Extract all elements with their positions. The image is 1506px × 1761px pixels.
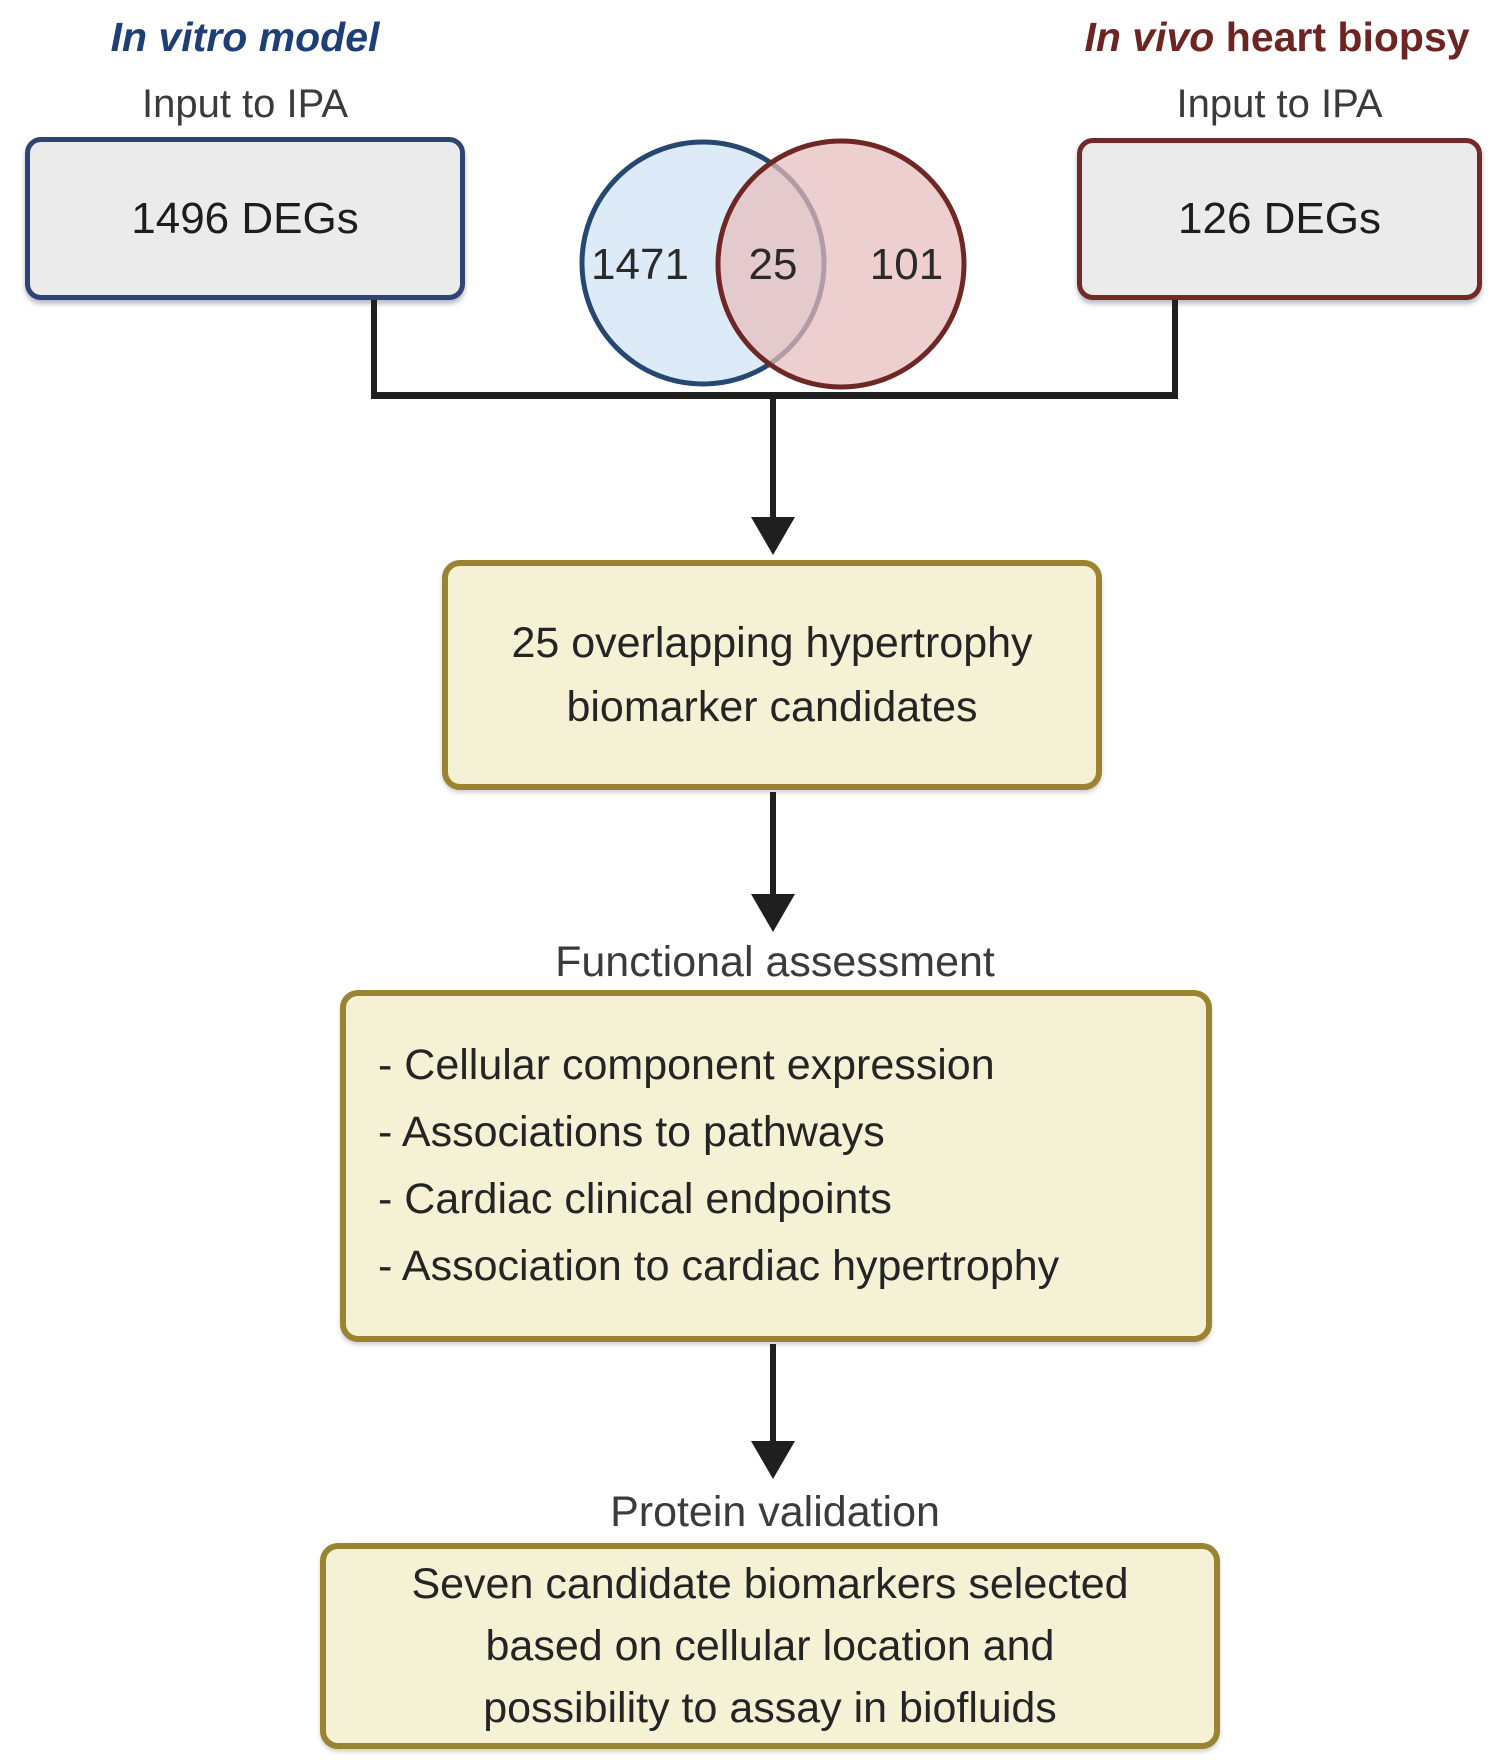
venn-right-count: 101	[869, 240, 944, 289]
in-vivo-subtitle: Input to IPA	[1176, 82, 1383, 126]
functional-assessment-box: - Cellular component expression - Associ…	[340, 990, 1212, 1342]
in-vivo-title-rest: heart biopsy	[1225, 14, 1470, 60]
protein-validation-label: Protein validation	[610, 1488, 940, 1536]
down-arrow-1-head	[751, 517, 795, 555]
connector-horizontal-bar	[371, 392, 1178, 399]
venn-diagram	[579, 138, 967, 390]
in-vivo-deg-count: 126 DEGs	[1178, 194, 1381, 243]
functional-item-2: - Associations to pathways	[378, 1108, 885, 1156]
functional-item-1: - Cellular component expression	[378, 1041, 995, 1089]
in-vitro-subtitle: Input to IPA	[141, 82, 349, 126]
functional-item-3: - Cardiac clinical endpoints	[378, 1175, 892, 1223]
connector-right-stem	[1172, 300, 1178, 396]
protein-validation-box: Seven candidate biomarkers selected base…	[320, 1543, 1220, 1749]
overlap-candidates-box: 25 overlapping hypertrophy biomarker can…	[442, 560, 1102, 790]
venn-right-circle	[715, 138, 967, 390]
protein-validation-line2: based on cellular location and	[485, 1622, 1055, 1670]
down-arrow-3-stem	[770, 1344, 776, 1444]
down-arrow-1-stem	[770, 399, 776, 519]
functional-assessment-label: Functional assessment	[555, 938, 995, 986]
overlap-candidates-line2: biomarker candidates	[566, 683, 978, 731]
down-arrow-2-head	[751, 894, 795, 932]
in-vivo-title-italic: In vivo	[1084, 14, 1215, 60]
venn-overlap-count: 25	[748, 240, 798, 289]
functional-item-4: - Association to cardiac hypertrophy	[378, 1242, 1060, 1290]
in-vitro-deg-box: 1496 DEGs	[25, 137, 465, 300]
venn-left-count: 1471	[591, 240, 689, 289]
down-arrow-3-head	[751, 1441, 795, 1479]
overlap-candidates-line1: 25 overlapping hypertrophy	[511, 619, 1033, 667]
connector-left-stem	[371, 300, 377, 396]
in-vitro-title: In vitro model	[110, 14, 380, 60]
protein-validation-line3: possibility to assay in biofluids	[483, 1684, 1057, 1732]
down-arrow-2-stem	[770, 792, 776, 896]
in-vivo-deg-box: 126 DEGs	[1077, 138, 1482, 300]
protein-validation-line1: Seven candidate biomarkers selected	[411, 1560, 1129, 1608]
in-vitro-deg-count: 1496 DEGs	[131, 193, 359, 243]
